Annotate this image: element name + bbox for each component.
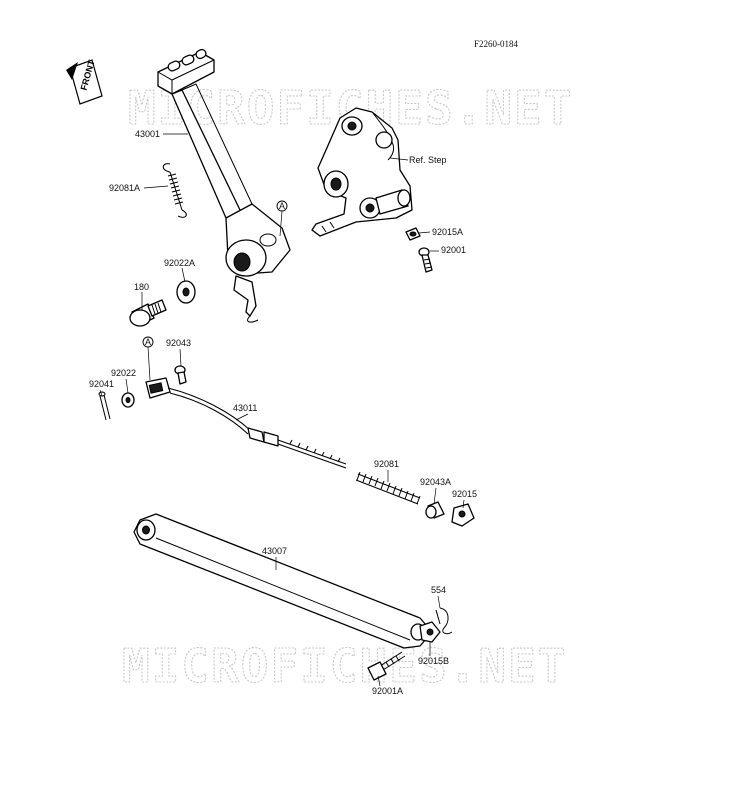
callout-a-lower: A (142, 336, 154, 381)
labels: 43001 92081A 92022A 180 Ref. Step 92015A… (89, 129, 477, 696)
clevis-rod-end (145, 365, 187, 399)
figure-code: F2260-0184 (474, 39, 519, 49)
bolt-180 (129, 299, 167, 327)
label-92015: 92015 (452, 489, 477, 499)
callout-a-upper: A (276, 200, 288, 237)
svg-text:A: A (279, 201, 285, 211)
label-43007: 43007 (262, 546, 287, 556)
joint-92043A (425, 501, 445, 519)
label-92043: 92043 (166, 338, 191, 348)
washer-92022 (121, 392, 135, 408)
brake-lever-43007 (133, 513, 433, 649)
label-92041: 92041 (89, 379, 114, 389)
label-92043A: 92043A (420, 477, 451, 487)
nut-92015A (405, 227, 421, 241)
label-92015B: 92015B (418, 656, 449, 666)
spring-92081 (355, 471, 421, 505)
bolt-92001A (367, 651, 406, 681)
label-180: 180 (134, 282, 149, 292)
label-43011: 43011 (233, 403, 257, 413)
label-92015A: 92015A (432, 227, 463, 237)
brake-pedal (157, 48, 291, 323)
label-554: 554 (431, 585, 446, 595)
spring-92081A (162, 163, 187, 218)
nut-92015B (419, 621, 441, 643)
cotter-pin-92041 (98, 391, 111, 421)
label-92022: 92022 (111, 368, 136, 378)
label-43001: 43001 (135, 129, 160, 139)
brake-rod-43011 (167, 387, 347, 469)
svg-text:A: A (145, 337, 151, 347)
clip-554 (435, 607, 453, 635)
label-92001A: 92001A (372, 686, 403, 696)
watermark-bottom: MICROFICHES.NET (122, 639, 567, 693)
label-92081: 92081 (374, 459, 399, 469)
footrest-bracket (311, 107, 413, 237)
label-92001: 92001 (441, 245, 466, 255)
washer-92022A (176, 280, 196, 304)
label-92081A: 92081A (109, 183, 140, 193)
ref-step-label: Ref. Step (409, 155, 447, 165)
front-arrow-icon: FRONT (66, 58, 103, 105)
bolt-92001 (418, 247, 433, 273)
label-92022A: 92022A (164, 258, 195, 268)
nut-92015 (451, 503, 475, 527)
